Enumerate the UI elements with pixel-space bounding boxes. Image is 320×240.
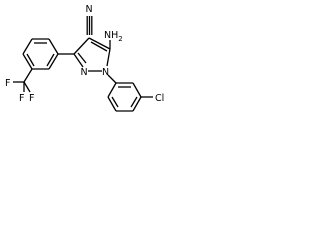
ring2-inner-2: [130, 96, 138, 108]
nitrile-group: N: [86, 4, 93, 35]
bond-n2-c3: [73, 53, 84, 68]
amino-group: NH2: [104, 30, 123, 49]
bond-n2-c3-inner: [77, 52, 87, 64]
ring-nitrogen-n1-label: N: [102, 67, 109, 78]
ring2-bond-5: [107, 96, 117, 112]
ring-bond-6: [48, 53, 59, 70]
ring2-bond-2: [132, 82, 142, 98]
bond-n1-phenyl: [107, 74, 117, 84]
bond-c4-c5-inner: [90, 41, 108, 52]
ring-inner-3: [46, 53, 55, 67]
trifluoromethyl-group: F F F: [5, 78, 34, 104]
ring-bond-1: [48, 38, 59, 55]
fluorine-label-3: F: [29, 93, 34, 104]
chlorophenyl-ring: Cl: [107, 74, 164, 112]
ring2-inner-3: [111, 96, 119, 108]
fluorine-label-2: F: [19, 93, 24, 104]
chlorine-label: Cl: [155, 93, 164, 104]
trifluoromethylphenyl-ring: [22, 38, 74, 83]
ring-bond-4: [22, 53, 33, 70]
bond-c-f3: [23, 81, 31, 93]
ring-bond-3: [22, 38, 33, 55]
bond-c4-c5: [88, 37, 111, 50]
bond-c5-n1: [106, 48, 111, 67]
nitrile-nitrogen-label: N: [86, 4, 93, 15]
fluorine-label-1: F: [5, 78, 10, 89]
ring-nitrogen-n2-label: N: [81, 67, 88, 78]
chemical-structure-diagram: N N N NH2: [5, 4, 164, 112]
amine-label: NH2: [104, 30, 123, 43]
ring-inner-2: [26, 53, 35, 67]
pyrazole-ring: N N: [73, 37, 111, 78]
ring2-bond-6: [107, 82, 117, 98]
bond-c3-c4: [73, 37, 90, 55]
bond-ring-cf3: [23, 68, 33, 83]
amine-subscript: 2: [118, 35, 122, 43]
ring2-bond-3: [132, 96, 142, 112]
